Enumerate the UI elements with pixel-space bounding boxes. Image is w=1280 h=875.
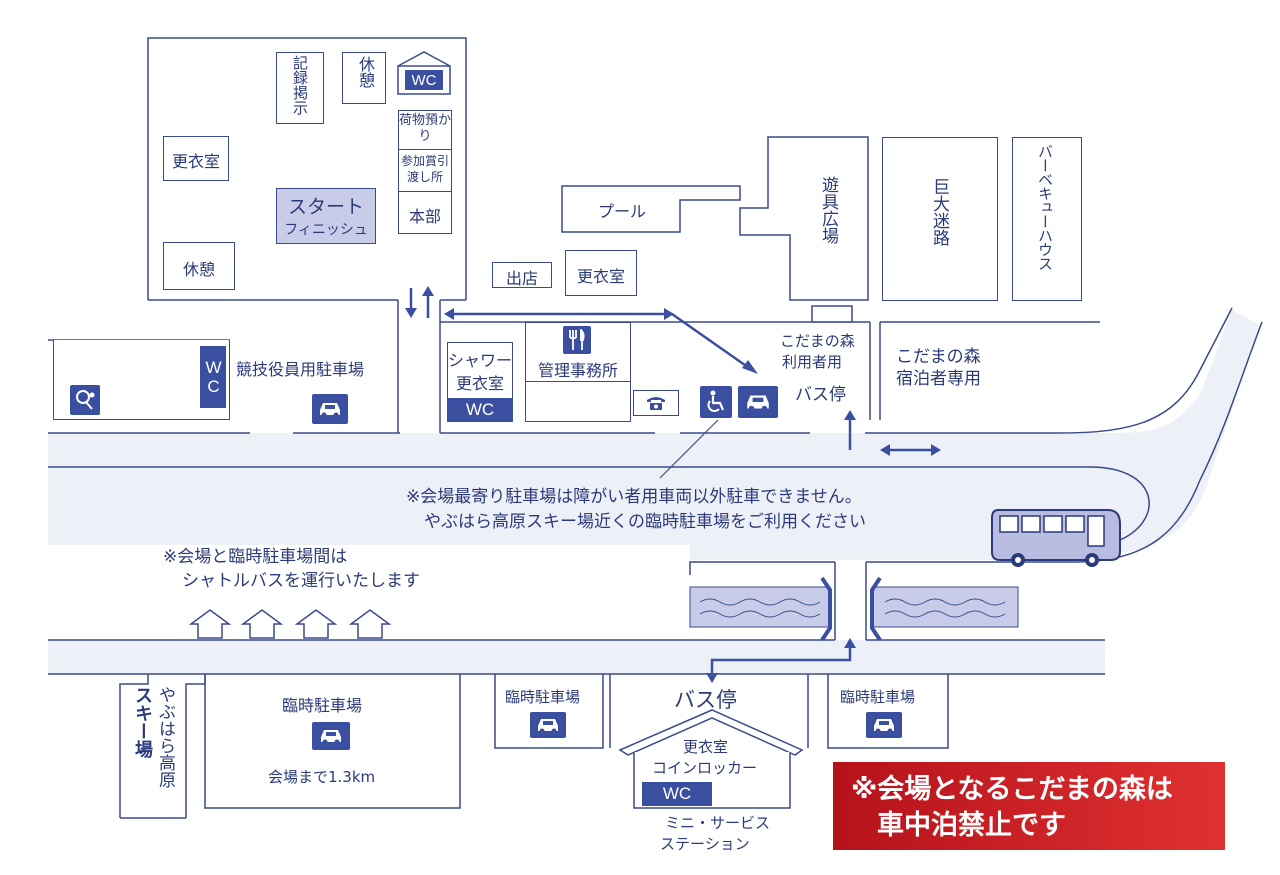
kodama-bus-stop-label: バス停 <box>795 385 846 405</box>
shower-changing-label: 更衣室 <box>455 374 504 393</box>
rest-area-small-label: 休憩 <box>356 56 375 88</box>
shuttle-notice-line-1: ※会場と臨時駐車場間は <box>163 547 348 567</box>
hq-label: 本部 <box>408 207 441 226</box>
shower-label: シャワー <box>448 351 513 370</box>
pool-building <box>561 185 741 233</box>
record-board: 記録掲示 <box>276 52 324 124</box>
wc-officials-label: WC <box>204 358 223 396</box>
shuttle-notice-line-2: シャトルバスを運行いたします <box>182 571 420 591</box>
bus-icon <box>991 509 1121 567</box>
coin-locker-label: コインロッカー <box>652 759 758 777</box>
stall-label: 出店 <box>505 269 538 288</box>
record-board-label: 記録掲示 <box>291 55 309 115</box>
start-finish-area: スタート フィニッシュ <box>276 188 376 244</box>
rest-area-small: 休憩 <box>342 52 386 104</box>
stall: 出店 <box>492 262 552 288</box>
mini-service-label-1: ミニ・サービス <box>665 814 771 832</box>
overnight-ban-banner: ※会場となるこだまの森は 車中泊禁止です <box>833 762 1225 850</box>
tennis-icon <box>70 385 100 415</box>
parking-notice-line-1: ※会場最寄り駐車場は障がい者用車両以外駐車できません。 <box>406 487 862 507</box>
yabuhara-label: やぶはら高原 <box>155 686 175 788</box>
main-bus-stop-label: バス停 <box>674 688 737 712</box>
overnight-ban-line-1: ※会場となるこだまの森は <box>851 774 1173 805</box>
temp-parking-mid-label: 臨時駐車場 <box>505 688 581 706</box>
finish-label: フィニッシュ <box>284 222 368 238</box>
ski-area-label: スキー場 <box>132 686 153 758</box>
lower-road <box>48 640 1105 674</box>
changing-room-venue-label: 更衣室 <box>171 152 220 171</box>
playground-building <box>739 136 869 301</box>
officials-parking-label: 競技役員用駐車場 <box>236 360 365 379</box>
changing-room-venue: 更衣室 <box>163 136 229 181</box>
phone-booth <box>633 390 679 416</box>
changing-room-pool-label: 更衣室 <box>576 267 625 286</box>
car-icon <box>312 394 348 424</box>
car-icon <box>866 712 902 738</box>
bbq-house-label: バーベキューハウス <box>1036 144 1054 270</box>
luggage-label: 荷物預かり <box>399 113 452 144</box>
car-icon <box>312 722 350 750</box>
distance-label: 会場まで1.3km <box>268 768 376 786</box>
temp-parking-main-label: 臨時駐車場 <box>282 696 363 715</box>
kodama-guest-label-1: こだまの森 <box>896 347 981 367</box>
upper-road <box>48 310 1260 560</box>
playground-label: 遊具広場 <box>818 176 838 244</box>
service-column: 荷物預かり 参加賞引渡し所 本部 <box>398 110 452 234</box>
temp-parking-right-label: 臨時駐車場 <box>840 688 916 706</box>
lodge-changing-label: 更衣室 <box>683 738 729 756</box>
overnight-ban-line-2: 車中泊禁止です <box>877 810 1066 841</box>
start-label: スタート <box>287 196 364 218</box>
prize-counter-label: 参加賞引渡し所 <box>400 154 449 184</box>
kodama-user-label-2: 利用者用 <box>782 353 843 371</box>
accessible-parking-car-icon <box>738 386 778 418</box>
wheelchair-icon <box>700 386 732 418</box>
rest-area: 休憩 <box>163 242 235 290</box>
lodge-roof <box>618 709 804 756</box>
phone-icon <box>643 393 669 413</box>
rest-area-label: 休憩 <box>182 260 215 279</box>
kodama-user-label-1: こだまの森 <box>780 332 855 350</box>
bbq-house: バーベキューハウス <box>1012 137 1082 301</box>
wc-officials: WC <box>200 346 226 408</box>
giant-maze: 巨大迷路 <box>882 137 998 301</box>
management-office-label: 管理事務所 <box>537 361 618 380</box>
house-icon <box>188 609 392 639</box>
car-icon <box>530 712 566 738</box>
parking-notice-line-2: やぶはら高原スキー場近くの臨時駐車場をご利用ください <box>424 512 866 532</box>
changing-room-pool: 更衣室 <box>565 250 637 296</box>
pool-label: プール <box>598 202 647 221</box>
giant-maze-label: 巨大迷路 <box>929 178 949 246</box>
wc-shower: WC <box>447 398 513 422</box>
wc-venue: WC <box>405 70 443 90</box>
restaurant-icon <box>563 326 591 354</box>
river-right <box>871 586 1019 628</box>
wc-lodge: WC <box>642 782 712 806</box>
kodama-guest-label-2: 宿泊者専用 <box>896 369 981 389</box>
management-office: 管理事務所 <box>525 322 631 422</box>
river-left <box>689 586 831 628</box>
mini-service-label-2: ステーション <box>660 835 750 853</box>
